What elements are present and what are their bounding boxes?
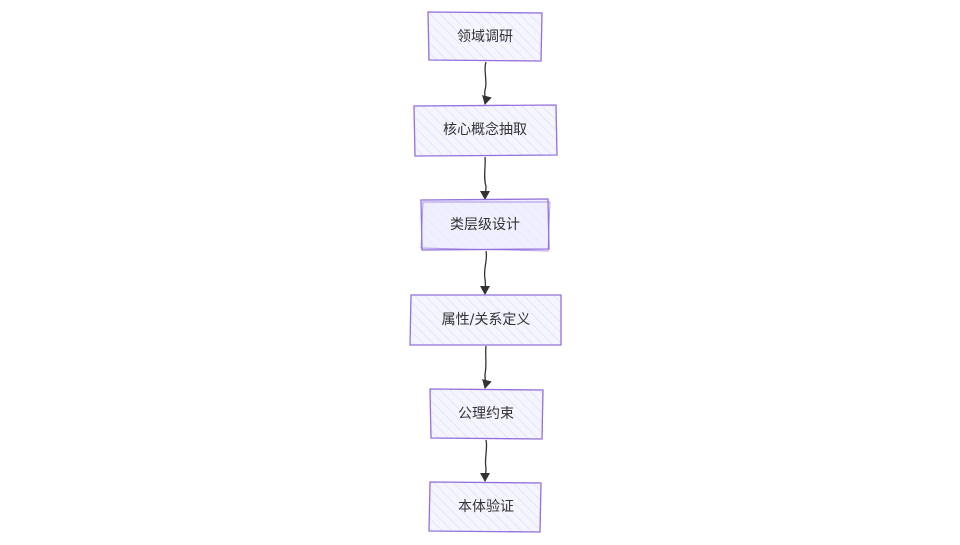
flow-node-axiom-constraints[interactable]: 公理约束 [429,388,544,440]
node-label: 属性/关系定义 [442,312,531,328]
flow-node-class-hierarchy-design[interactable]: 类层级设计 [420,198,551,252]
node-label: 本体验证 [458,499,514,515]
flow-node-domain-research[interactable]: 领域调研 [427,11,543,62]
node-label: 领域调研 [457,29,513,45]
node-label: 公理约束 [458,406,514,422]
node-label: 类层级设计 [450,217,520,233]
edge-n4-n5 [482,345,492,389]
nodes: 领域调研 核心概念抽取 类层级设计 属性/关系定义 公理约束 [409,11,562,533]
edge-n5-n6 [480,439,491,482]
flow-node-ontology-validation[interactable]: 本体验证 [428,481,542,533]
flow-node-property-relation-definition[interactable]: 属性/关系定义 [409,294,562,346]
edge-n3-n4 [480,250,491,295]
edge-n1-n2 [482,61,492,105]
edges [480,61,492,482]
flow-node-core-concept-extraction[interactable]: 核心概念抽取 [413,104,558,157]
node-label: 核心概念抽取 [443,121,527,138]
edge-n2-n3 [480,156,491,200]
